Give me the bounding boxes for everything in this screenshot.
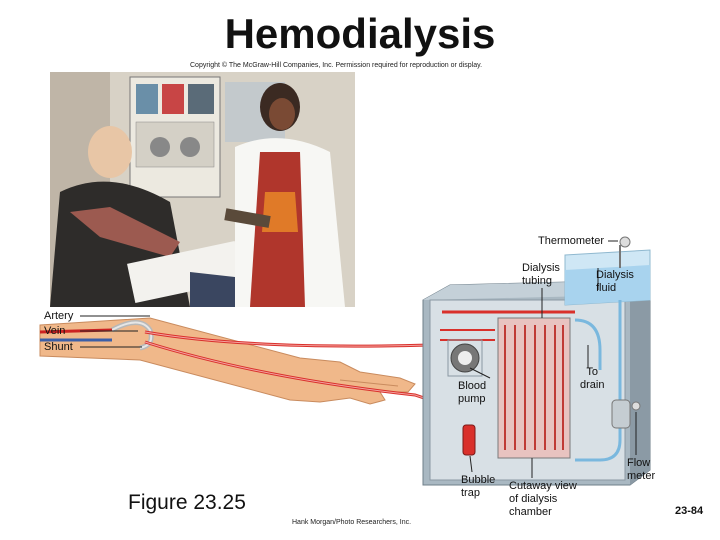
- page-title: Hemodialysis: [224, 10, 496, 57]
- label-thermometer: Thermometer: [538, 235, 605, 247]
- thermometer-icon: [619, 236, 631, 268]
- label-vein: Vein: [44, 325, 66, 337]
- leader-bubble: [469, 455, 473, 473]
- label-to-drain: To drain: [580, 366, 605, 391]
- label-dialysis-fluid: Dialysis fluid: [596, 269, 634, 294]
- flow-meter: [611, 399, 631, 429]
- bubble-trap: [462, 424, 476, 456]
- label-cutaway-view: Cutaway view of dialysis chamber: [509, 480, 577, 518]
- label-bubble-trap: Bubble trap: [461, 474, 496, 499]
- label-dialysis-tubing: Dialysis tubing: [522, 262, 560, 287]
- label-flow-meter: Flow meter: [627, 457, 656, 482]
- artery-vessel: [39, 328, 113, 334]
- leader-pump: [469, 367, 491, 379]
- patient-photo: [50, 72, 355, 307]
- photo-credit: Hank Morgan/Photo Researchers, Inc.: [292, 519, 412, 526]
- label-artery: Artery: [44, 310, 74, 322]
- fluid-line-drain: [574, 318, 602, 370]
- label-shunt: Shunt: [44, 341, 73, 353]
- page-number: 23-84: [675, 505, 704, 517]
- label-blood-pump: Blood pump: [458, 380, 487, 405]
- figure-label: Figure 23.25: [128, 491, 246, 514]
- copyright-notice: Copyright © The McGraw-Hill Companies, I…: [190, 62, 483, 69]
- fluid-line-in: [575, 300, 622, 462]
